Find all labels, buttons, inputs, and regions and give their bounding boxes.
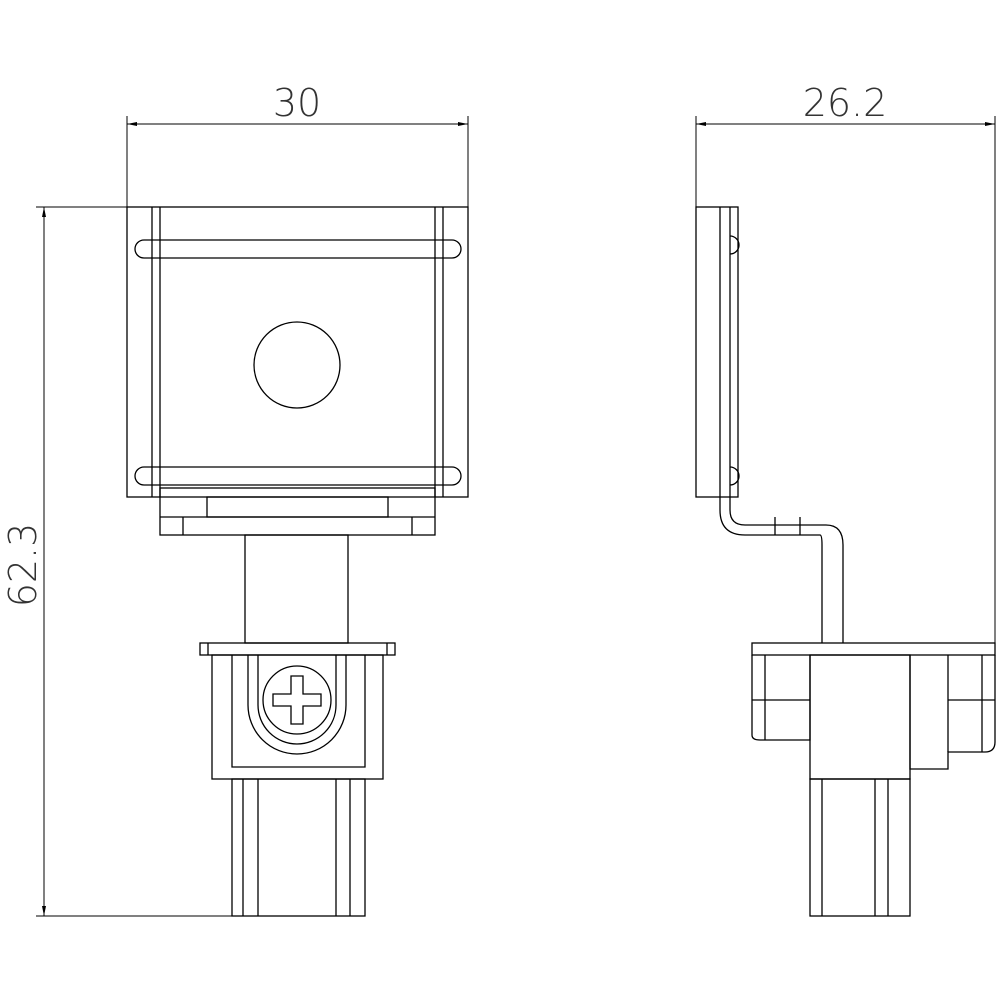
connector-pin — [231, 778, 366, 917]
height-label: 62.3 — [1, 523, 45, 608]
mounting-hole — [253, 321, 341, 409]
side-view: 26.2 — [695, 81, 996, 917]
width-label: 30 — [273, 81, 321, 125]
height-dimension: 62.3 — [1, 206, 468, 917]
mounting-plate — [126, 206, 469, 498]
depth-label: 26.2 — [803, 81, 888, 125]
side-connector-pin — [809, 778, 911, 917]
side-plate — [695, 206, 740, 498]
screw-icon — [262, 665, 332, 735]
side-terminal — [751, 642, 996, 780]
width-dimension: 30 — [126, 81, 469, 497]
terminal — [199, 642, 396, 780]
clamp-base — [159, 487, 436, 644]
front-view: 30 62.3 — [1, 81, 469, 917]
depth-dimension: 26.2 — [695, 81, 996, 643]
bent-strip — [719, 497, 844, 643]
